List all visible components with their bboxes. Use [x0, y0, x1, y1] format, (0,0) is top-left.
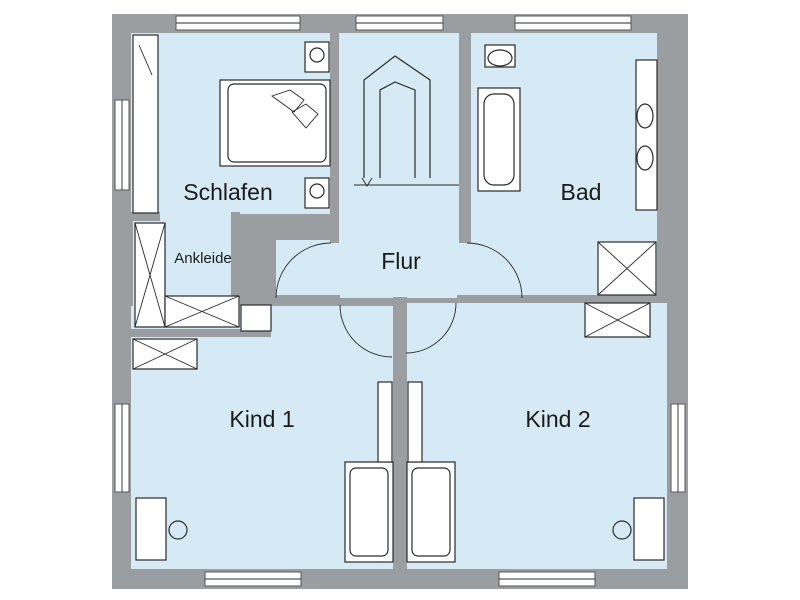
- wall-ankleide-bottom: [131, 329, 271, 337]
- label-flur: Flur: [381, 248, 421, 274]
- label-kind2: Kind 2: [525, 406, 590, 432]
- ankleide-shelves: [134, 222, 272, 332]
- wall-mid-right: [457, 295, 667, 303]
- kind2-desk: [612, 497, 665, 561]
- wall-ankleide-right: [231, 212, 240, 298]
- bathtub: [477, 87, 521, 192]
- kind2-bed: [406, 461, 456, 563]
- wall-kind-divider: [393, 297, 407, 569]
- wall-schlafen-flur: [330, 33, 339, 243]
- floor-treppe: [339, 33, 459, 191]
- wall-ankleide-top: [131, 212, 160, 221]
- kind2-shelf: [407, 381, 423, 463]
- wall-mid-left: [240, 295, 340, 305]
- washbasins: [635, 59, 658, 211]
- kind1-desk: [135, 497, 188, 561]
- kind1-dresser: [132, 338, 198, 370]
- label-schlafen: Schlafen: [183, 179, 273, 205]
- staircase: [354, 55, 459, 187]
- wall-bad-flur: [459, 33, 471, 243]
- kind2-dresser: [584, 302, 651, 338]
- wardrobe-schlafen: [132, 34, 159, 214]
- nightstand-top: [304, 41, 330, 73]
- shower: [597, 241, 657, 296]
- label-ankleide: Ankleide: [174, 250, 232, 267]
- interior-walls: [131, 33, 667, 569]
- label-bad: Bad: [561, 179, 602, 205]
- windows: [114, 15, 686, 587]
- bed-double: [219, 79, 331, 167]
- kind1-bed: [344, 461, 394, 563]
- nightstand-bottom: [304, 177, 330, 209]
- toilet: [484, 44, 516, 68]
- doors: [275, 242, 523, 358]
- kind1-shelf: [377, 381, 393, 463]
- label-kind1: Kind 1: [229, 406, 294, 432]
